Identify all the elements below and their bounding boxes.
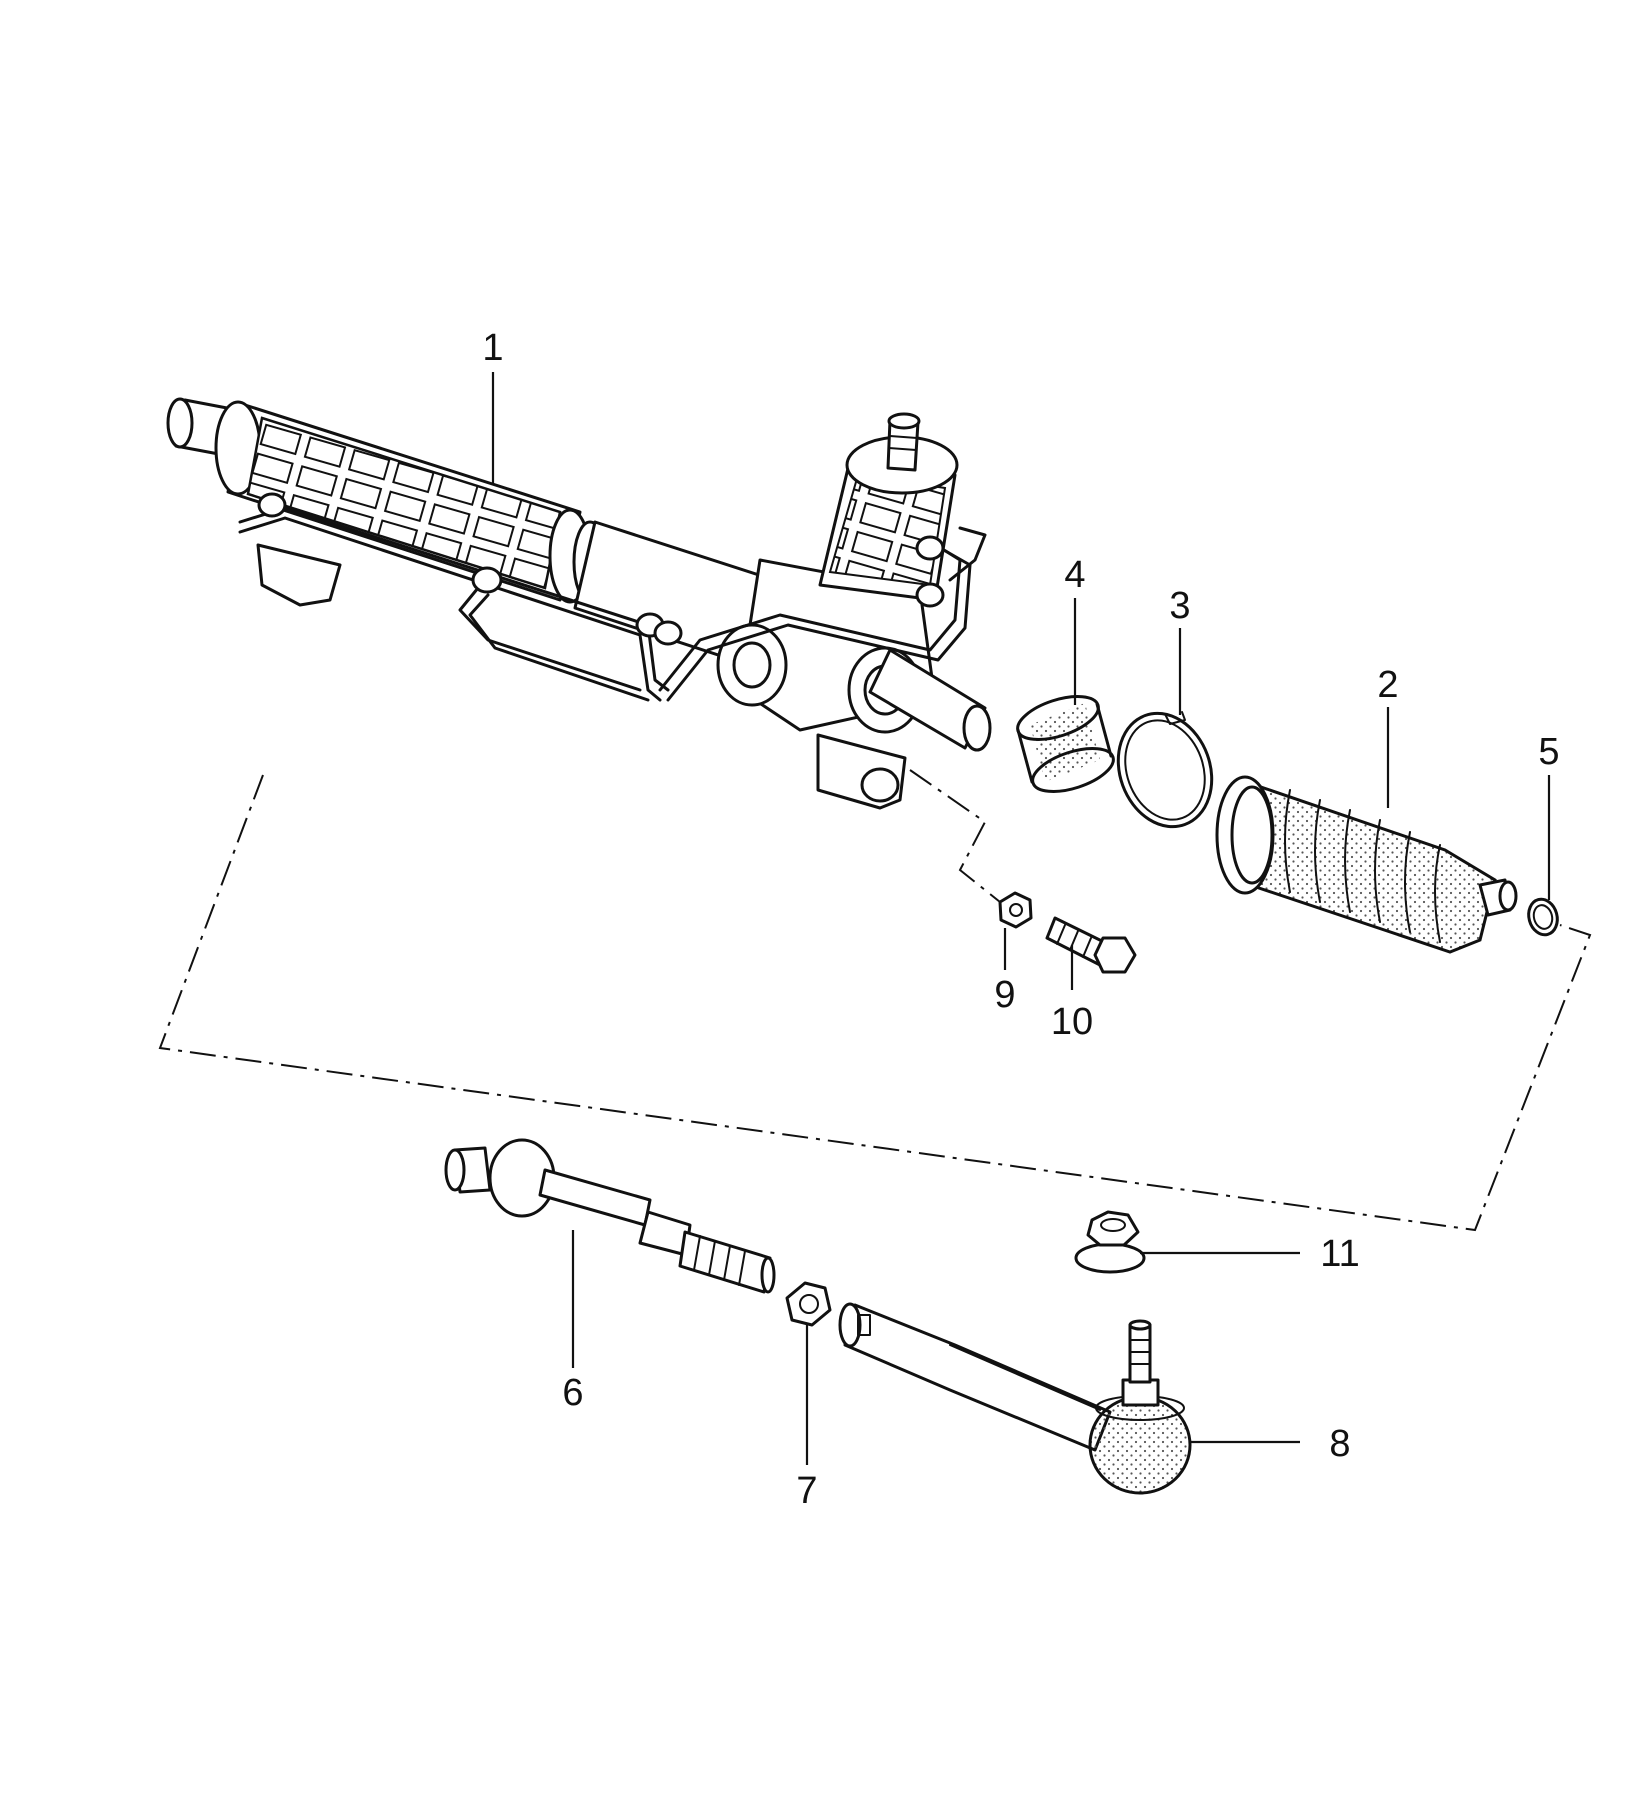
leader-lines (491, 372, 1551, 1465)
part-lock-nut-7 (785, 1281, 832, 1327)
assembly-dashed-outline (158, 774, 1592, 1232)
callout-numbers: 1 4 3 2 5 9 10 6 7 11 8 (482, 327, 1559, 1512)
part-inner-tie-rod-6 (444, 1138, 776, 1294)
part-clamp-5 (1527, 897, 1559, 937)
callout-6: 6 (562, 1372, 583, 1414)
callout-9: 9 (994, 974, 1015, 1016)
mount-dashed-link (909, 769, 1001, 903)
callout-7: 7 (796, 1470, 817, 1512)
part-bolt-10 (1045, 916, 1137, 974)
part-nut-9 (998, 891, 1033, 929)
part-tie-rod-end-8 (838, 1302, 1192, 1495)
callout-11: 11 (1320, 1233, 1359, 1275)
callout-8: 8 (1329, 1423, 1350, 1465)
callout-5: 5 (1538, 731, 1559, 773)
part-flange-nut-11 (1074, 1210, 1146, 1274)
callout-3: 3 (1169, 585, 1190, 627)
part-ring-4 (1016, 695, 1115, 793)
callout-1: 1 (482, 327, 503, 369)
part-steering-rack (166, 397, 992, 810)
callout-10: 10 (1051, 1001, 1093, 1043)
part-clamp-3 (1116, 711, 1214, 829)
callout-2: 2 (1377, 664, 1398, 706)
callout-4: 4 (1064, 554, 1085, 596)
part-bellows-2 (1215, 775, 1518, 954)
